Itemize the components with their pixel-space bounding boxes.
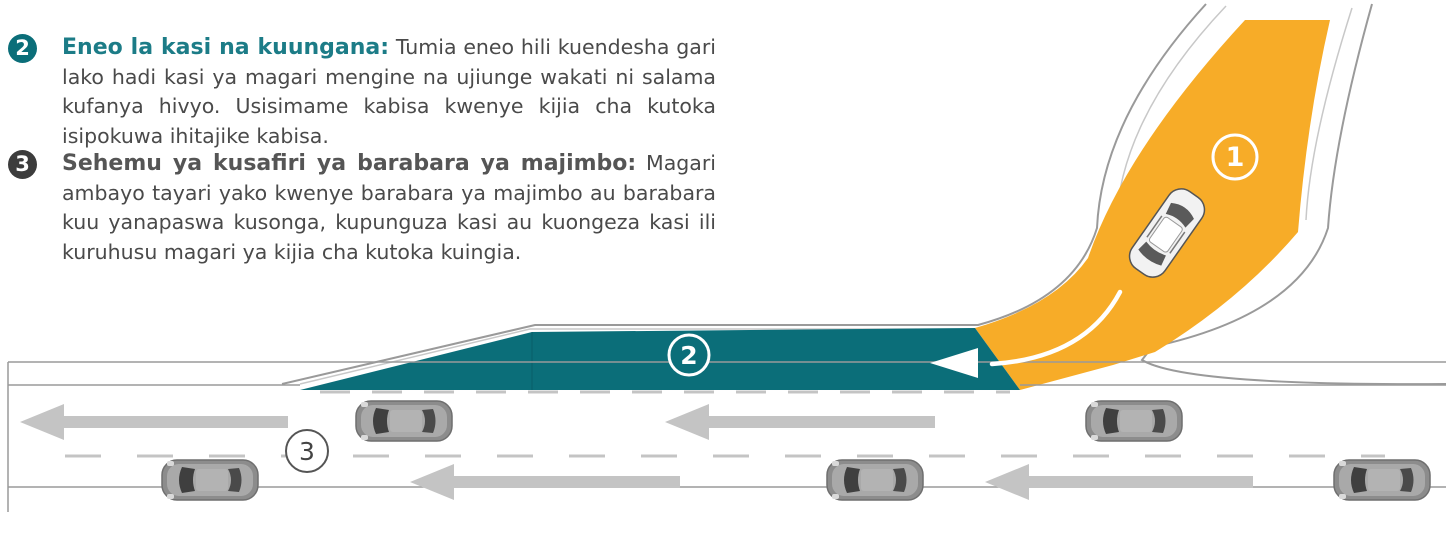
traffic-arrow: [665, 404, 935, 440]
item-through-lane: 3 Sehemu ya kusafiri ya barabara ya maji…: [8, 149, 716, 267]
merge-number: 2: [680, 341, 697, 370]
item-number-badge: 2: [8, 34, 37, 63]
traffic-arrow: [410, 464, 680, 500]
car: [1333, 459, 1431, 501]
traffic-arrow: [985, 464, 1253, 500]
merge-path-arrowhead: [930, 348, 978, 378]
through-number: 3: [299, 437, 315, 466]
car: [1085, 400, 1183, 442]
item-merge-zone: 2 Eneo la kasi na kuungana: Tumia eneo h…: [8, 33, 716, 151]
car: [826, 459, 924, 501]
item-title: Sehemu ya kusafiri ya barabara ya majimb…: [62, 151, 637, 176]
ramp-right-edge: [1140, 3, 1447, 386]
item-text: Magari ambayo tayari yako kwenye barabar…: [62, 151, 716, 264]
ramp-outer-edge: [281, 3, 1207, 385]
merge-number-circle: [667, 333, 711, 377]
merge-zone: [300, 328, 1020, 390]
item-title: Eneo la kasi na kuungana:: [62, 35, 390, 60]
merge-path-arrow: [989, 289, 1123, 367]
car: [355, 400, 453, 442]
ramp-number-circle: [1211, 133, 1259, 181]
car: [161, 459, 259, 501]
through-number-circle: [285, 429, 329, 473]
traffic-arrow: [20, 404, 288, 440]
item-number-badge: 3: [8, 150, 37, 179]
ramp-lane: [975, 20, 1330, 390]
item-text: Tumia eneo hili kuendesha gari lako hadi…: [62, 35, 716, 148]
ramp-number: 1: [1226, 142, 1245, 173]
ramp-right-inner-edge: [1305, 7, 1353, 221]
